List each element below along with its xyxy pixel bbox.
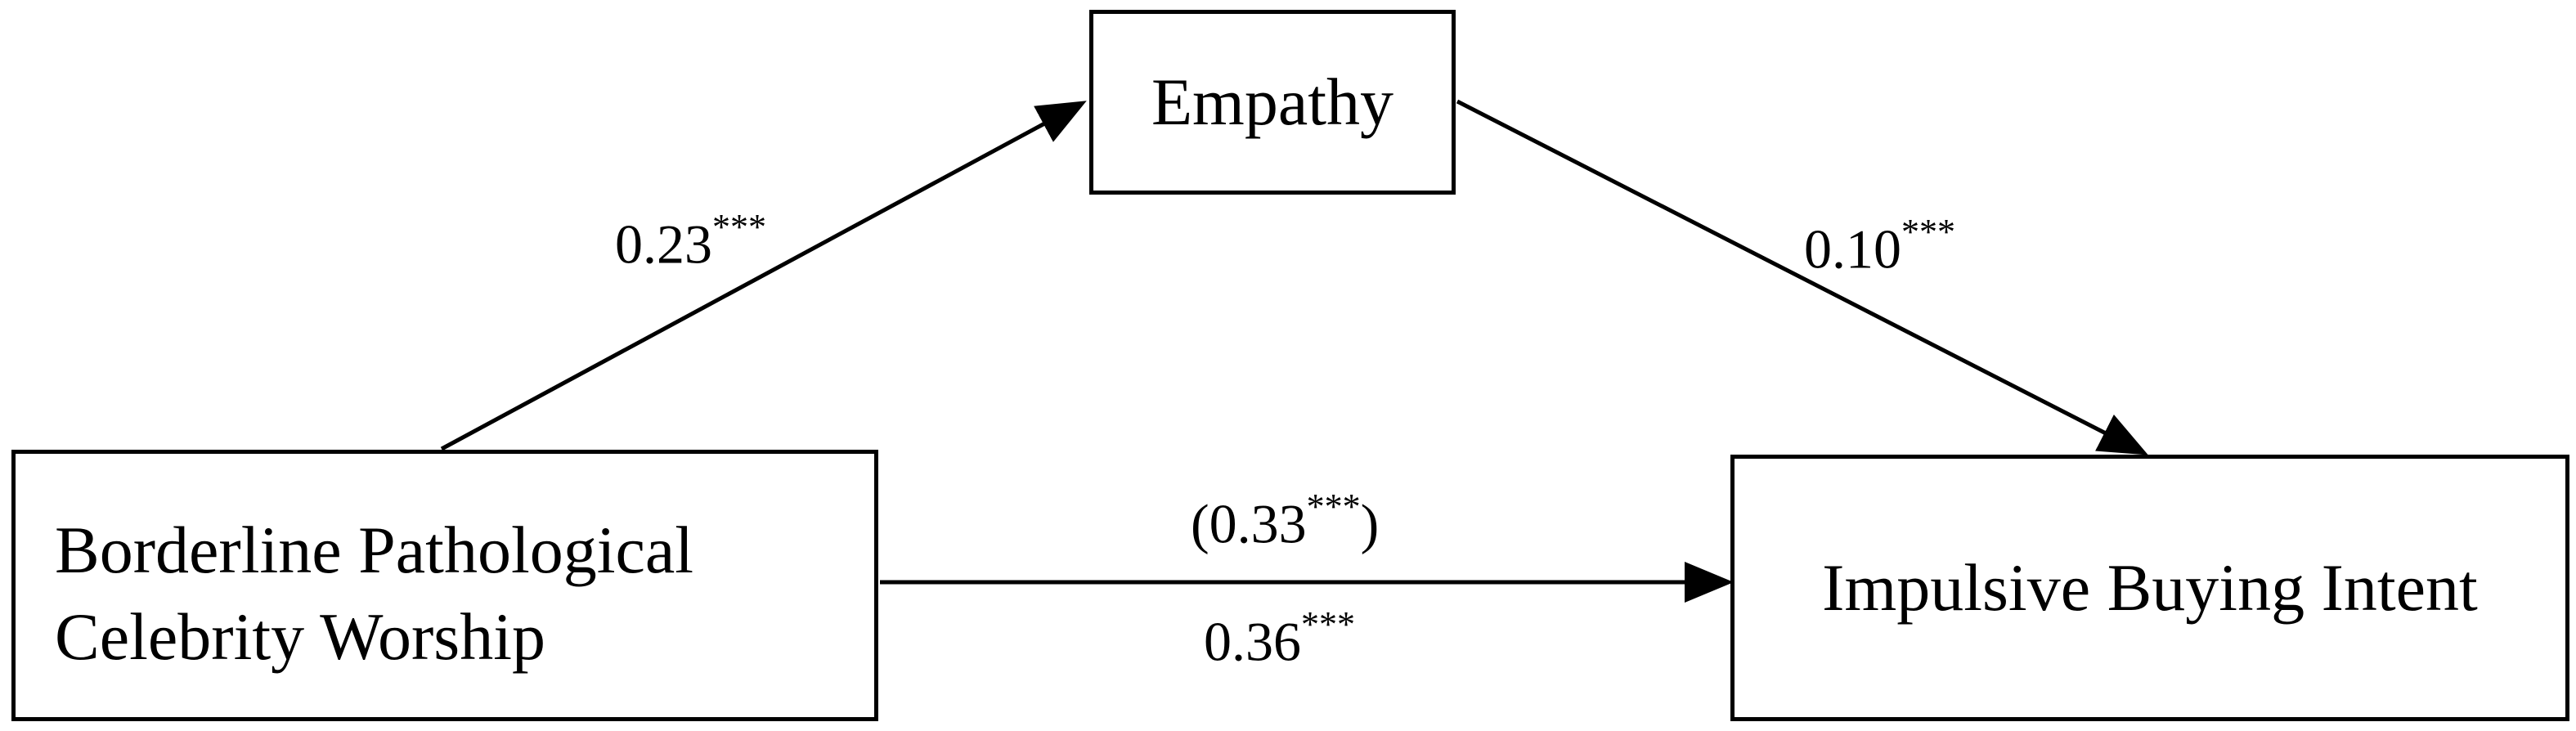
predictor-label-line1: Borderline Pathological xyxy=(55,513,694,587)
arrow-mediator-to-outcome xyxy=(1456,99,2148,455)
mediator-node-empathy: Empathy xyxy=(1089,10,1456,195)
path-b-significance: *** xyxy=(1901,212,1955,252)
path-a-value: 0.23 xyxy=(615,213,712,276)
direct-path-close-paren: ) xyxy=(1360,492,1380,555)
path-b-coefficient: 0.10*** xyxy=(1804,212,1955,282)
predictor-node: Borderline Pathological Celebrity Worshi… xyxy=(11,450,878,721)
path-a-significance: *** xyxy=(712,207,766,247)
total-path-significance: *** xyxy=(1301,604,1355,644)
arrow-predictor-to-mediator xyxy=(440,101,1087,451)
direct-path-coefficient: (0.33***) xyxy=(1191,487,1380,557)
mediator-label: Empathy xyxy=(1151,65,1394,139)
outcome-label: Impulsive Buying Intent xyxy=(1822,550,2478,625)
predictor-label: Borderline Pathological Celebrity Worshi… xyxy=(55,507,693,680)
direct-path-significance: *** xyxy=(1306,487,1361,527)
total-path-value: 0.36 xyxy=(1204,610,1301,673)
direct-path-open-paren: ( xyxy=(1191,492,1209,555)
total-path-coefficient: 0.36*** xyxy=(1204,604,1355,675)
outcome-node: Impulsive Buying Intent xyxy=(1730,455,2569,721)
path-b-value: 0.10 xyxy=(1804,218,1901,280)
path-a-coefficient: 0.23*** xyxy=(615,207,766,277)
direct-path-value: 0.33 xyxy=(1209,492,1307,555)
predictor-label-line2: Celebrity Worship xyxy=(55,599,545,674)
